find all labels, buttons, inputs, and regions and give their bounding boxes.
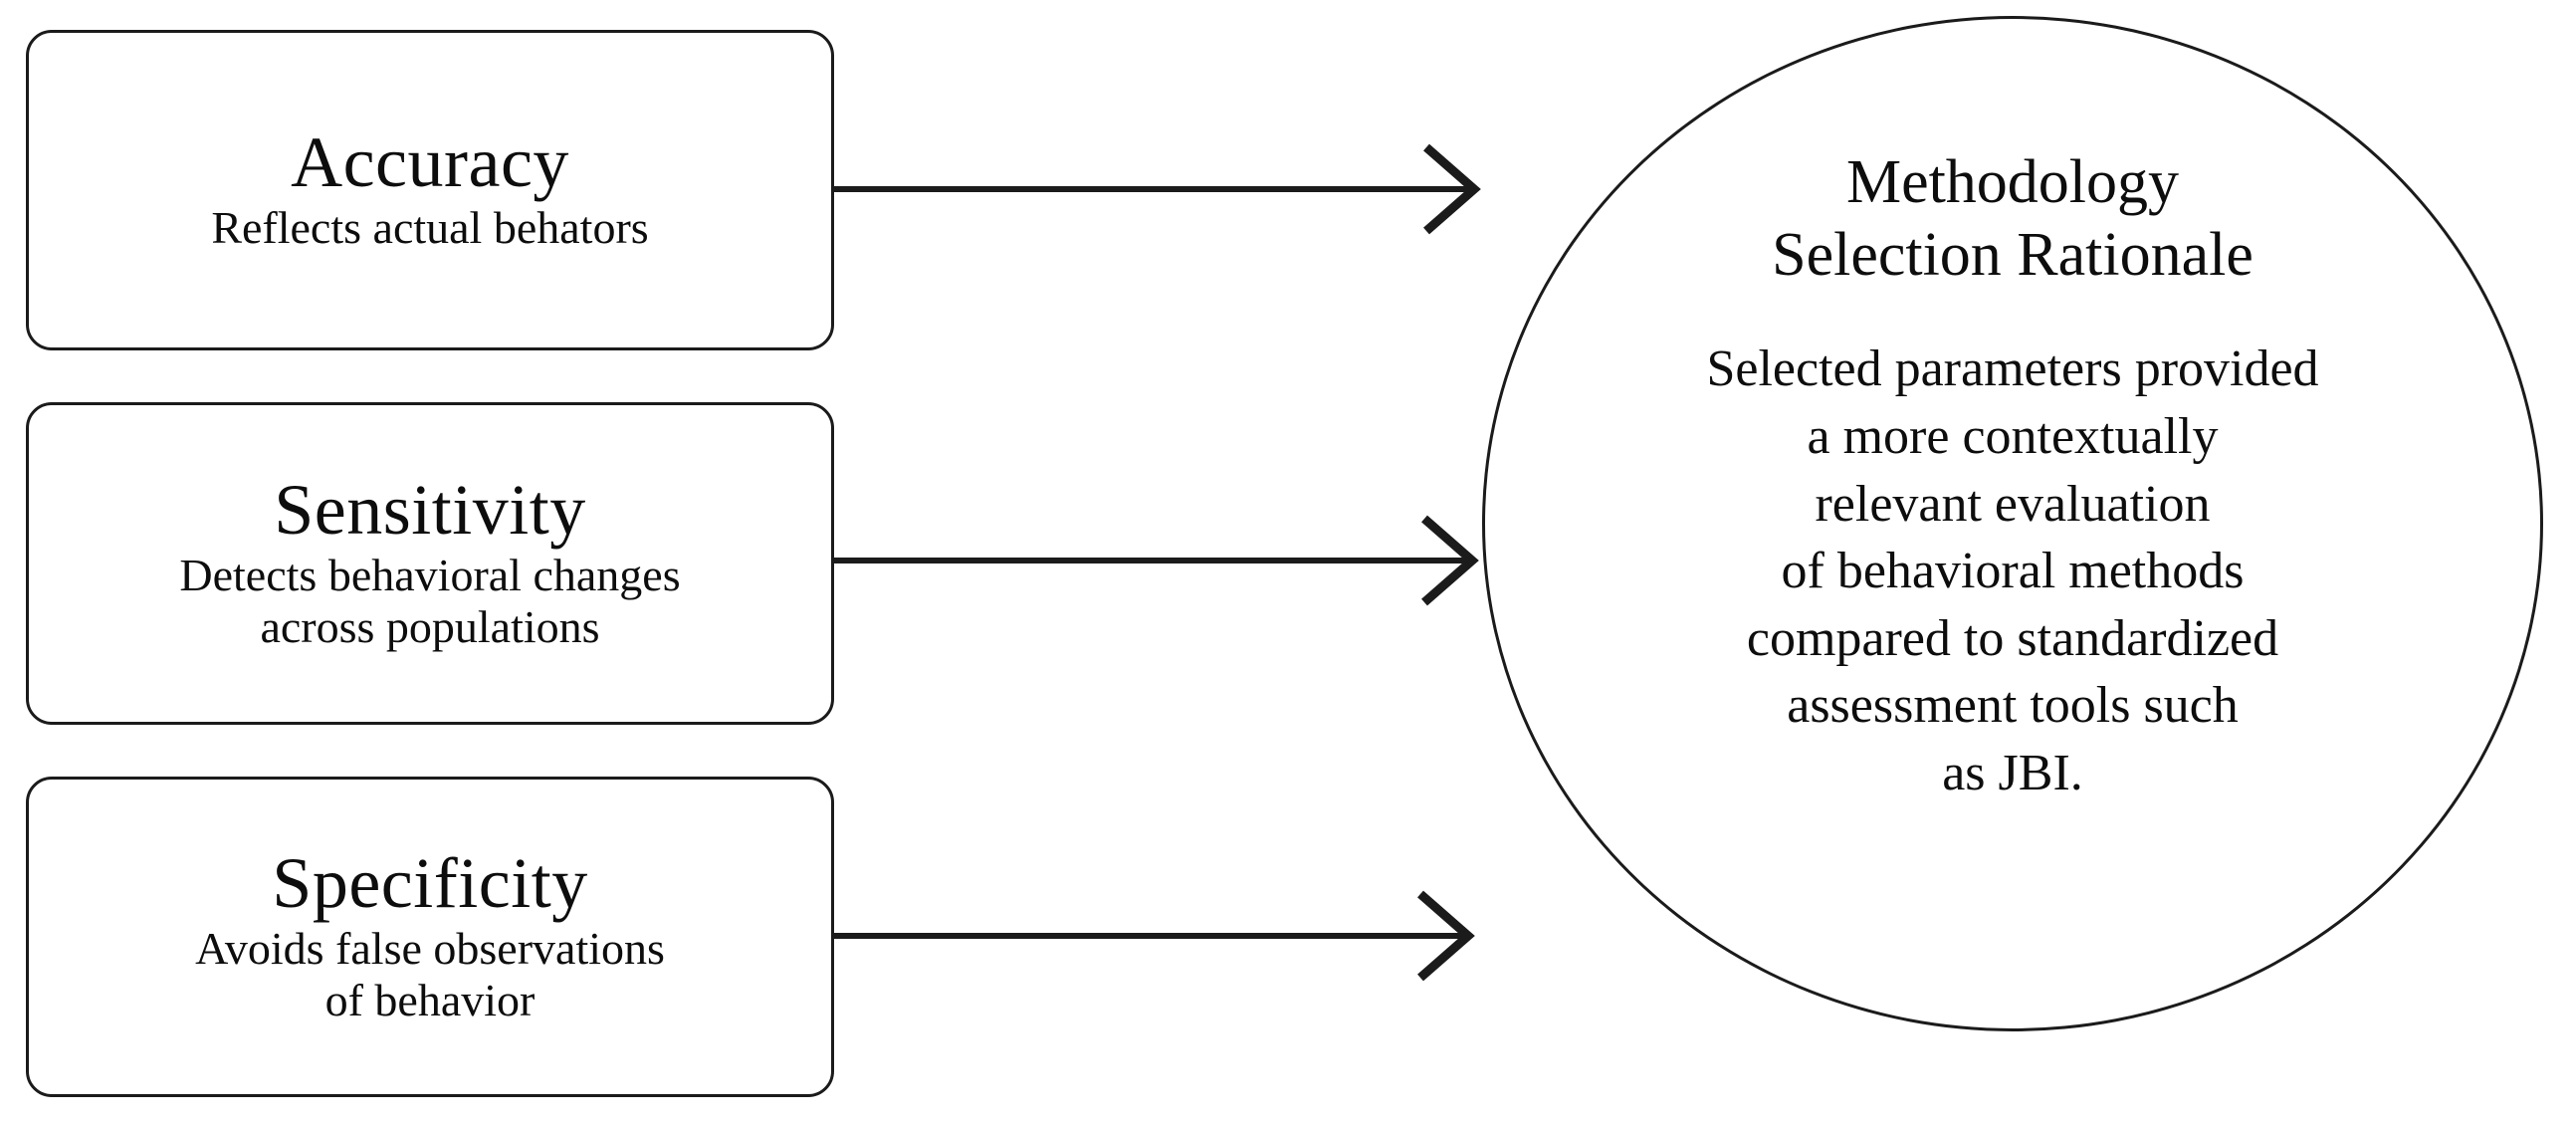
rationale-title-line: Selection Rationale bbox=[1772, 221, 2254, 290]
rationale-title-line: Methodology bbox=[1845, 148, 2180, 216]
rationale-circle[interactable]: Methodology Selection Rationale Selected… bbox=[1482, 16, 2543, 1031]
rationale-body-line: compared to standardized bbox=[1746, 609, 2279, 667]
criterion-description-line: Avoids false observations bbox=[195, 922, 665, 974]
criterion-box-sensitivity[interactable]: Sensitivity Detects behavioral changes a… bbox=[26, 402, 834, 725]
criterion-description-specificity: Avoids false observations of behavior bbox=[195, 923, 665, 1028]
criterion-description-sensitivity: Detects behavioral changes across popula… bbox=[179, 550, 680, 655]
rationale-body-line: relevant evaluation bbox=[1815, 475, 2211, 533]
arrow-accuracy-to-rationale bbox=[832, 143, 1481, 235]
criterion-description-line: of behavior bbox=[324, 975, 536, 1026]
criterion-description-line: Detects behavioral changes bbox=[179, 549, 681, 600]
criterion-box-accuracy[interactable]: Accuracy Reflects actual behators bbox=[26, 30, 834, 350]
criterion-title-specificity: Specificity bbox=[272, 842, 588, 923]
rationale-body: Selected parameters provided a more cont… bbox=[1585, 336, 2441, 806]
rationale-body-line: Selected parameters provided bbox=[1706, 340, 2319, 398]
rationale-body-line: a more contextually bbox=[1807, 407, 2219, 465]
criterion-description-line: Reflects actual behators bbox=[211, 201, 649, 253]
criterion-title-accuracy: Accuracy bbox=[291, 122, 569, 203]
rationale-body-line: as JBI. bbox=[1942, 744, 2083, 801]
rationale-body-line: assessment tools such bbox=[1787, 677, 2239, 735]
criterion-box-specificity[interactable]: Specificity Avoids false observations of… bbox=[26, 777, 834, 1097]
arrow-specificity-to-rationale bbox=[832, 890, 1475, 982]
arrow-sensitivity-to-rationale bbox=[832, 515, 1479, 606]
criterion-description-accuracy: Reflects actual behators bbox=[211, 202, 648, 255]
criterion-title-sensitivity: Sensitivity bbox=[274, 469, 586, 550]
rationale-title: Methodology Selection Rationale bbox=[1634, 146, 2391, 292]
rationale-body-line: of behavioral methods bbox=[1781, 543, 2245, 600]
criterion-description-line: across populations bbox=[260, 601, 600, 653]
